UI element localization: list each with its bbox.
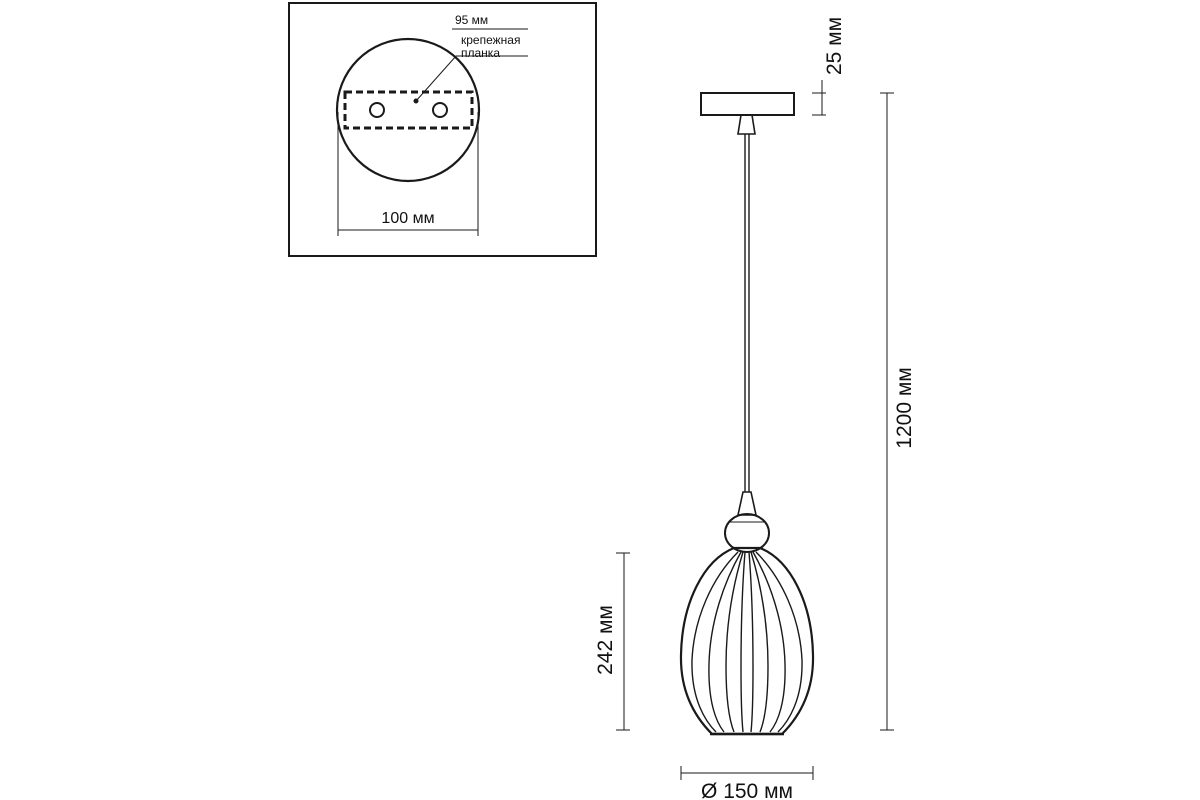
plate-leader-line — [415, 55, 528, 102]
mounting-detail-inset: 95 мм крепежная планка 100 мм — [288, 2, 597, 257]
shade-height-dimension: 242 мм — [594, 552, 630, 731]
inset-frame — [288, 2, 597, 257]
canopy-cable-grip — [737, 114, 756, 135]
shade-diameter-dimension: Ø 150 мм — [680, 766, 814, 800]
shade-height-label: 242 мм — [594, 605, 617, 675]
screw-hole-left — [369, 102, 385, 118]
canopy-height-dimension: 25 мм — [812, 17, 846, 116]
plate-width-label: 95 мм — [455, 13, 488, 27]
canopy-height-label: 25 мм — [823, 17, 846, 75]
lamp-cable-grip — [737, 491, 757, 516]
lamp-holder-ball — [724, 513, 770, 553]
diameter-label: 100 мм — [381, 210, 434, 227]
total-length-label: 1200 мм — [893, 367, 916, 448]
glass-shade-outline — [679, 546, 815, 736]
ceiling-canopy — [700, 92, 795, 116]
shade-ribs — [691, 551, 803, 733]
shade-diameter-label: Ø 150 мм — [701, 780, 793, 800]
canopy-base-circle — [335, 37, 481, 183]
pendant-lamp — [679, 92, 815, 736]
plate-label-line2: планка — [461, 46, 500, 60]
total-length-dimension: 1200 мм — [880, 92, 916, 731]
mounting-plate — [343, 90, 474, 130]
screw-hole-right — [432, 102, 448, 118]
plate-label-line1: крепежная — [461, 33, 520, 47]
